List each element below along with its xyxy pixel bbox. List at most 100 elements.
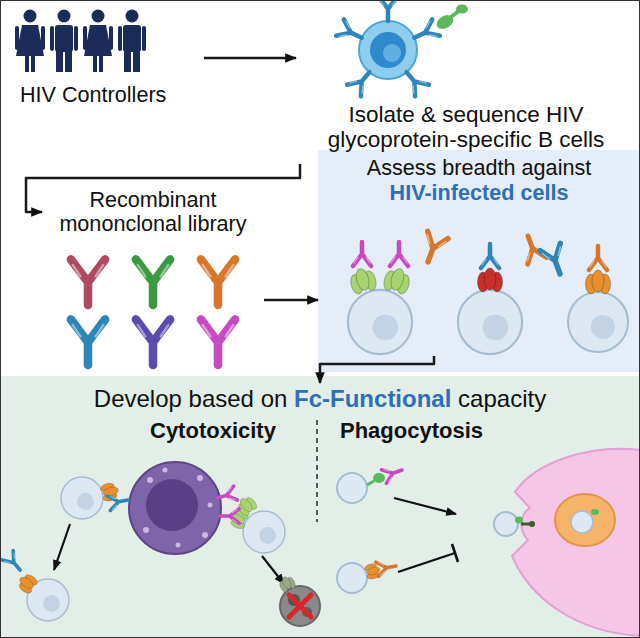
phagocytosis-scene-part bbox=[376, 559, 397, 577]
people-icon-part bbox=[109, 26, 113, 50]
cytotoxicity-scene-part-part bbox=[147, 477, 153, 483]
people-icon-part bbox=[58, 10, 71, 23]
b-cell-part bbox=[370, 32, 406, 68]
infected-cells-part bbox=[586, 270, 611, 294]
cytotoxicity-scene-part bbox=[146, 479, 198, 531]
infected-cells bbox=[348, 231, 628, 354]
people-icon-part bbox=[50, 26, 54, 51]
library-group: Recombinant mononclonal library bbox=[42, 186, 264, 370]
antibody-library-part bbox=[201, 259, 235, 305]
people-icon-part bbox=[83, 26, 87, 50]
cytotoxicity-scene-part-part bbox=[197, 475, 203, 481]
people-icon-part bbox=[126, 10, 139, 23]
cytotoxicity-scene-part-part bbox=[143, 527, 149, 533]
infected-cells-part bbox=[568, 292, 628, 352]
b-cell-part bbox=[456, 5, 468, 14]
label-slot: Cytotoxicity bbox=[150, 418, 276, 444]
cytotoxicity-scene-part bbox=[215, 486, 237, 505]
divider bbox=[316, 420, 318, 522]
phagocytosis-scene-part bbox=[529, 521, 535, 527]
infected-cells-part bbox=[353, 242, 371, 266]
node-text: Cytotoxicity bbox=[150, 418, 276, 444]
infected-cells-part bbox=[418, 231, 448, 265]
flow-arrow bbox=[204, 57, 296, 60]
people-icon bbox=[15, 10, 146, 73]
antibody-library bbox=[71, 259, 235, 365]
people-icon-part bbox=[41, 26, 45, 50]
node-text: capacity bbox=[458, 385, 546, 413]
phagocytosis-scene-part bbox=[367, 481, 374, 485]
people-icon-part bbox=[55, 25, 73, 52]
cytotoxicity-scene-part bbox=[15, 571, 39, 595]
cytotoxicity-scene-part-part bbox=[202, 532, 208, 538]
people-icon-part bbox=[93, 55, 97, 72]
b-cell-part bbox=[359, 21, 417, 79]
cytotoxicity-scene-part bbox=[143, 468, 213, 548]
antibody-library-part bbox=[71, 259, 105, 305]
antibody-library-part bbox=[201, 319, 235, 365]
cytotoxicity-scene-part bbox=[243, 511, 285, 553]
cytotoxicity-scene-part bbox=[61, 477, 103, 519]
assay-panel bbox=[318, 150, 640, 372]
people-icon-part bbox=[65, 50, 72, 72]
cytotoxicity-scene bbox=[2, 462, 320, 626]
people-icon-part bbox=[123, 25, 141, 52]
source-group: HIV Controllers bbox=[12, 6, 204, 112]
b-cell-part-part bbox=[410, 19, 439, 45]
b-cell-part-part bbox=[347, 66, 376, 96]
phagocytosis-scene-part bbox=[591, 509, 599, 515]
flow-arrow bbox=[320, 356, 434, 383]
phagocytosis-scene-part bbox=[555, 494, 615, 546]
phagocytosis-scene-part bbox=[494, 512, 518, 536]
infected-cells-part bbox=[589, 246, 607, 270]
people-icon-part bbox=[84, 25, 112, 56]
people-icon-part bbox=[118, 26, 122, 51]
b-cell-part-part bbox=[336, 19, 365, 45]
phagocytosis-scene-part bbox=[381, 463, 404, 483]
node-text: HIV Controllers bbox=[20, 83, 204, 108]
b-cell-part bbox=[383, 44, 401, 62]
step-group: Isolate & sequence HIV glycoprotein-spec… bbox=[296, 4, 636, 164]
phagocytosis-scene-part bbox=[521, 523, 530, 526]
infected-cells-part bbox=[519, 233, 547, 265]
antibody-library-part bbox=[71, 319, 105, 365]
assay-panel: Assess breadth againstHIV-infected cells bbox=[318, 150, 640, 372]
phagocytosis-scene-part bbox=[452, 544, 458, 562]
infected-cells-part bbox=[348, 266, 378, 296]
cytotoxicity-scene-part bbox=[262, 556, 284, 584]
infected-cells-part bbox=[478, 268, 503, 292]
b-cell bbox=[336, 0, 468, 96]
b-cell-part-part bbox=[400, 66, 429, 96]
infected-cells-part bbox=[481, 244, 499, 268]
people-icon-part bbox=[25, 55, 29, 72]
cytotoxicity-scene-part bbox=[129, 462, 221, 554]
people-icon-part bbox=[15, 26, 19, 50]
cytotoxicity-scene-part-part bbox=[208, 503, 213, 508]
people-icon-part bbox=[99, 55, 103, 72]
cytotoxicity-scene-part bbox=[220, 509, 239, 523]
label-slot: Phagocytosis bbox=[340, 418, 483, 444]
phagocytosis-scene-part bbox=[394, 498, 456, 514]
phagocytosis-scene-part bbox=[515, 517, 523, 524]
people-icon-part bbox=[74, 26, 78, 51]
node-text: Isolate & sequence HIV glycoprotein-spec… bbox=[296, 102, 636, 152]
phagocytosis-scene-part bbox=[373, 473, 385, 483]
infected-cells-part bbox=[390, 242, 408, 266]
antibody-library-part bbox=[136, 259, 170, 305]
function-panel bbox=[0, 376, 640, 638]
phagocytosis-scene bbox=[337, 449, 640, 636]
people-icon-part bbox=[56, 50, 63, 72]
people-icon-part bbox=[142, 26, 146, 51]
antibody-library-part bbox=[136, 319, 170, 365]
node-text: Phagocytosis bbox=[340, 418, 483, 444]
phagocytosis-scene-part bbox=[337, 473, 367, 503]
node-text: HIV-infected cells bbox=[318, 181, 640, 206]
cytotoxicity-scene-part-part bbox=[163, 468, 168, 473]
node-text: Develop based on bbox=[94, 385, 287, 413]
b-cell-part bbox=[336, 0, 440, 96]
cytotoxicity-scene-part bbox=[54, 524, 70, 570]
